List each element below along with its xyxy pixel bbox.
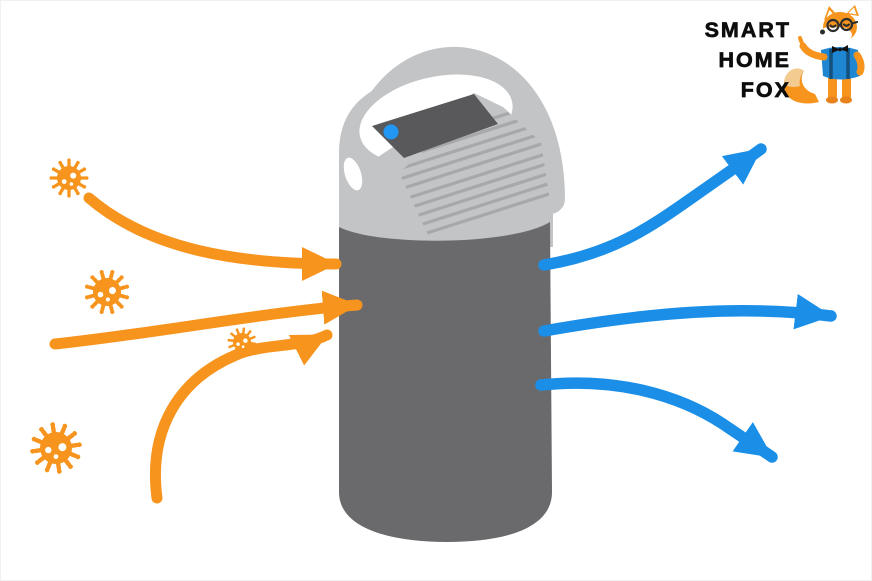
logo-line: FOX: [740, 78, 791, 103]
power-led: [383, 124, 399, 140]
virus-icon: [22, 414, 90, 482]
smart-home-fox-logo: SMART HOME FOX: [704, 5, 867, 109]
clean-air-arrow-middle: [538, 293, 837, 337]
air-purifier-device: [339, 47, 565, 542]
virus-icon: [77, 262, 137, 322]
dirty-air-arrows: [49, 192, 363, 504]
logo-line: HOME: [718, 48, 791, 73]
dirty-air-arrow-bottom: [150, 329, 333, 504]
handle-base-hole: [343, 157, 363, 191]
logo-line: SMART: [704, 18, 791, 43]
dirty-air-arrow-middle: [49, 290, 363, 350]
fox-mascot-icon: [783, 5, 865, 104]
control-panel: [372, 94, 498, 158]
logo-wordmark: SMART HOME FOX: [704, 15, 791, 105]
clean-air-arrow-bottom: [535, 377, 778, 463]
virus-icon: [47, 156, 91, 200]
device-body: [339, 222, 552, 542]
clean-air-arrow-top: [538, 143, 767, 271]
dirty-air-arrow-top: [83, 192, 342, 282]
clean-air-arrows: [535, 143, 837, 463]
